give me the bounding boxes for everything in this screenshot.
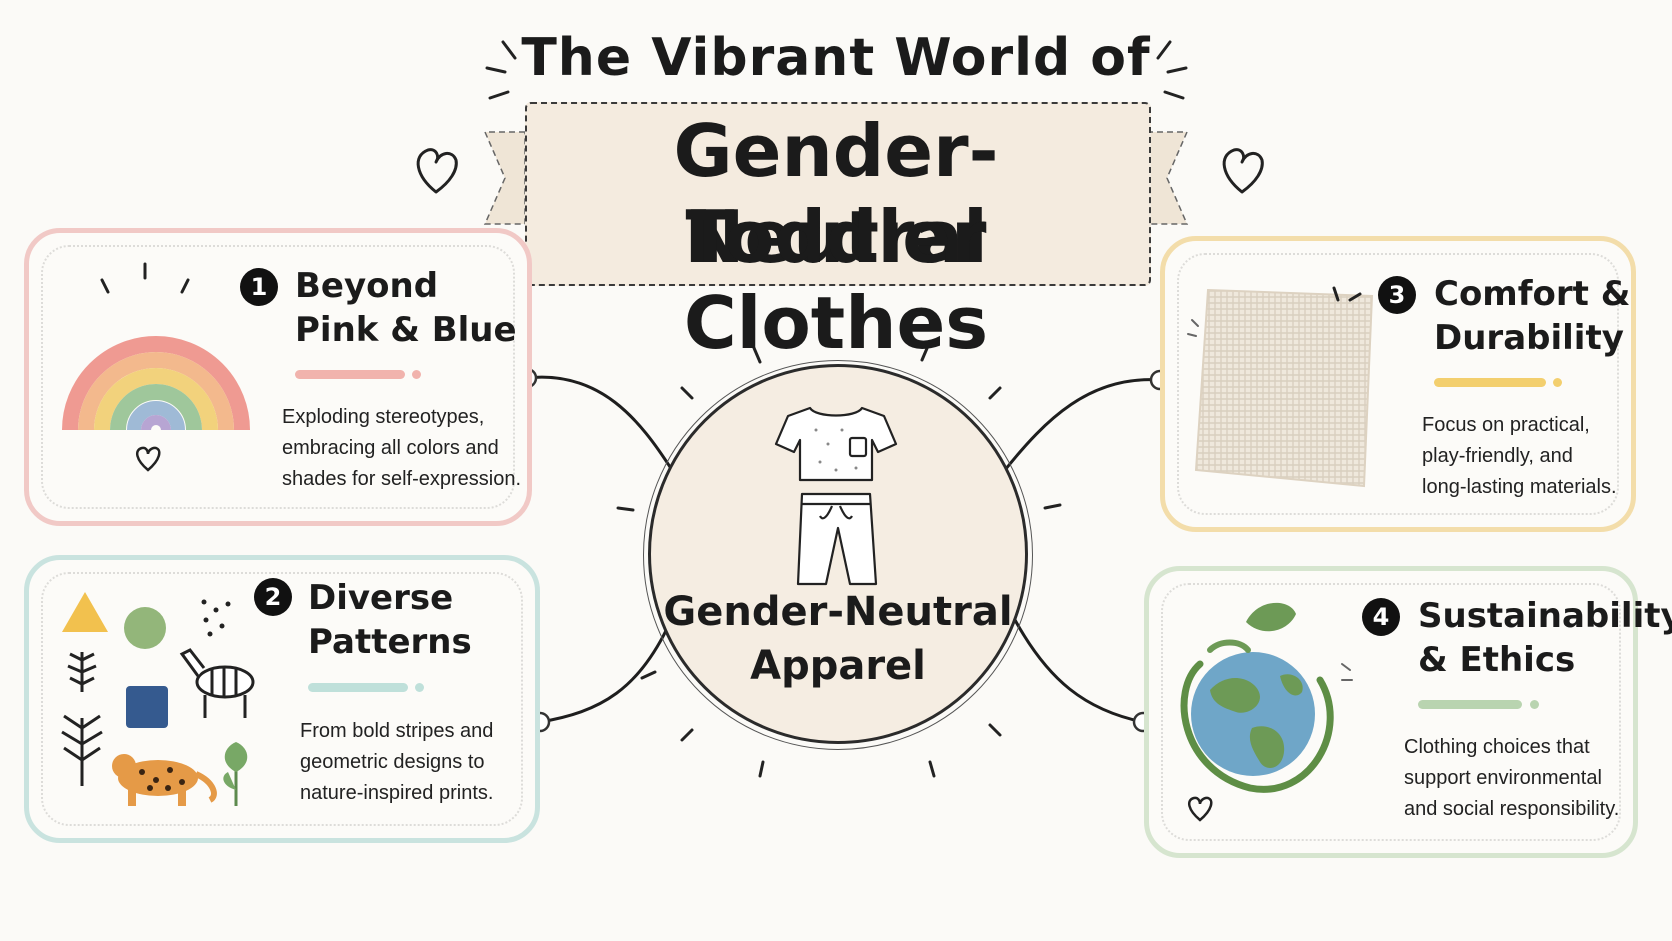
card-4-title-line-1: Sustainability	[1418, 596, 1672, 636]
hub-label: Gender-Neutral Apparel	[648, 585, 1028, 693]
connector-card-1	[525, 375, 674, 472]
card-4-title-line-2: & Ethics	[1418, 640, 1576, 680]
card-2-accent-dot	[415, 683, 424, 692]
title-line-3: Toddler Clothes	[683, 195, 989, 365]
card-3-accent-bar	[1434, 378, 1546, 387]
card-3-title: Comfort & Durability	[1434, 272, 1630, 360]
card-4-accent-dot	[1530, 700, 1539, 709]
heart-icon	[1222, 148, 1264, 194]
card-4-accent-bar	[1418, 700, 1522, 709]
card-3-accent-dot	[1553, 378, 1562, 387]
connector-card-4	[1013, 618, 1145, 724]
hub-label-line-2: Apparel	[750, 643, 926, 689]
hub-outer-ring	[643, 360, 1033, 750]
ribbon-tails	[483, 131, 1189, 225]
card-3-description: Focus on practical, play-friendly, and l…	[1422, 410, 1617, 503]
connector-card-3	[1003, 378, 1162, 472]
title-line-1: The Vibrant World of	[521, 28, 1151, 88]
card-4-title: Sustainability & Ethics	[1418, 594, 1672, 682]
title-sparkles	[485, 40, 1188, 100]
card-4-description-line: and social responsibility.	[1404, 798, 1620, 820]
card-2-description-line: nature-inspired prints.	[300, 782, 494, 804]
card-1-description-line: Exploding stereotypes,	[282, 406, 485, 428]
card-1-title-line-1: Beyond	[295, 266, 439, 306]
card-4-description-line: Clothing choices that	[1404, 736, 1590, 758]
title-banner	[525, 102, 1151, 286]
card-3-number-badge: 3	[1378, 276, 1416, 314]
card-2-description: From bold stripes and geometric designs …	[300, 716, 493, 809]
connector-card-2	[538, 616, 674, 724]
card-2-accent-bar	[308, 683, 408, 692]
card-2-number-badge: 2	[254, 578, 292, 616]
card-4-description: Clothing choices that support environmen…	[1404, 732, 1619, 825]
card-1-accent-bar	[295, 370, 405, 379]
card-2-description-line: From bold stripes and	[300, 720, 494, 742]
card-3-description-line: Focus on practical,	[1422, 414, 1590, 436]
card-1-number-badge: 1	[240, 268, 278, 306]
heart-icon	[416, 148, 458, 194]
card-1-title-line-2: Pink & Blue	[295, 310, 517, 350]
card-3-description-line: play-friendly, and	[1422, 445, 1573, 467]
card-2-title-line-2: Patterns	[308, 622, 472, 662]
card-4-number-badge: 4	[1362, 598, 1400, 636]
card-4-description-line: support environmental	[1404, 767, 1602, 789]
card-2-title: Diverse Patterns	[308, 576, 472, 664]
card-3-title-line-2: Durability	[1434, 318, 1624, 358]
card-3-description-line: long-lasting materials.	[1422, 476, 1617, 498]
hub-rays	[616, 344, 1062, 778]
card-1-description-line: shades for self-expression.	[282, 468, 522, 490]
card-1-description: Exploding stereotypes, embracing all col…	[282, 402, 521, 495]
title-line-2: Gender-Neutral	[673, 109, 999, 279]
card-1-description-line: embracing all colors and	[282, 437, 499, 459]
card-2-title-line-1: Diverse	[308, 578, 454, 618]
card-2-description-line: geometric designs to	[300, 751, 485, 773]
card-3-title-line-1: Comfort &	[1434, 274, 1631, 314]
card-1-accent-dot	[412, 370, 421, 379]
card-1-title: Beyond Pink & Blue	[295, 264, 517, 352]
hub-label-line-1: Gender-Neutral	[663, 589, 1013, 635]
